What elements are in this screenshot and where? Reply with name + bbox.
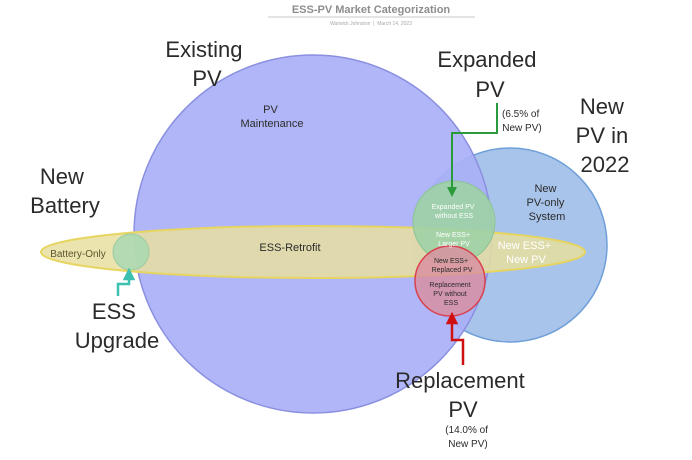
existing-pv-label: Existing PV (165, 37, 248, 91)
diagram-byline: Warwick Johnston | March 14, 2023 (330, 21, 412, 27)
replacement-pv-arrow (445, 311, 465, 365)
pv-maintenance-label: PV Maintenance (241, 104, 304, 130)
new-ess-new-pv-label: New ESS+ New PV (498, 240, 555, 266)
expanded-pv-share-label: (6.5% of New PV) (502, 109, 542, 134)
ess-upgrade-circle (112, 233, 150, 271)
replacement-pv-share-label: (14.0% of New PV) (445, 425, 491, 450)
ess-upgrade-label: ESS Upgrade (75, 299, 159, 353)
new-pv-2022-label: New PV in 2022 (576, 94, 635, 177)
ess-retrofit-label: ESS-Retrofit (259, 242, 320, 254)
new-pv-only-system-label: New PV-only System (527, 183, 568, 223)
new-ess-replaced-pv-label: New ESS+ Replaced PV (432, 258, 473, 274)
battery-only-label: Battery-Only (50, 249, 106, 260)
new-battery-label: New Battery (30, 164, 100, 218)
expanded-pv-arrow (447, 103, 498, 197)
expanded-pv-label: Expanded PV (437, 47, 542, 102)
replacement-pv-without-ess-label: Replacement PV without ESS (429, 282, 472, 307)
ess-upgrade-arrow (116, 267, 136, 296)
replacement-pv-label: Replacement PV (395, 368, 531, 422)
expanded-pv-without-ess-label: Expanded PV without ESS (432, 204, 477, 220)
new-ess-larger-pv-label: New ESS+ Larger PV (436, 232, 472, 248)
diagram-title: ESS-PV Market Categorization (292, 4, 451, 16)
